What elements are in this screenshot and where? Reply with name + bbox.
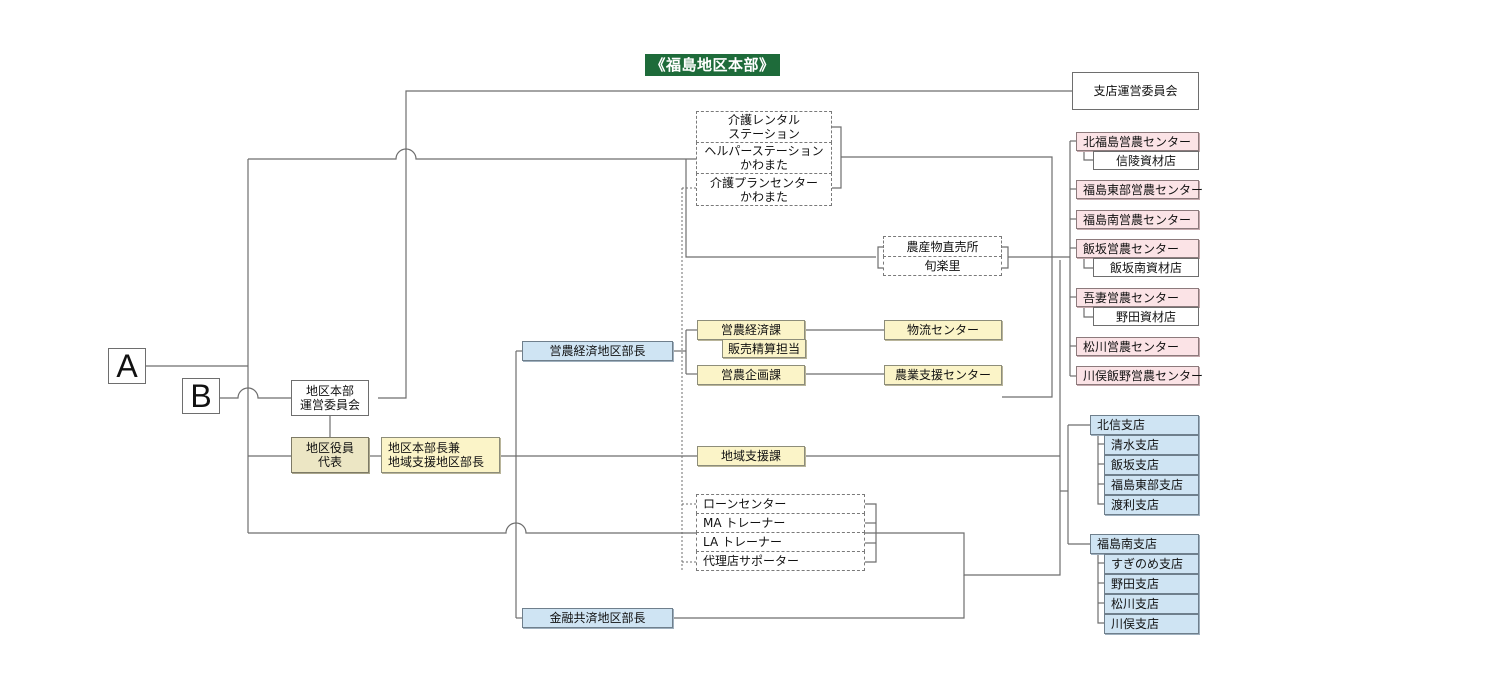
label-a: A [108,348,146,384]
direct-sales-shop[interactable]: 農産物直売所 [883,236,1002,257]
materials-store[interactable]: 野田資材店 [1093,307,1199,326]
page-title: 《福島地区本部》 [645,54,780,76]
agri-econ-section[interactable]: 営農経済課 [697,320,805,340]
agri-center[interactable]: 福島南営農センター [1076,210,1199,229]
agri-planning-section[interactable]: 営農企画課 [697,365,805,385]
regional-support-section[interactable]: 地域支援課 [697,446,805,466]
agri-center[interactable]: 福島東部営農センター [1076,180,1203,199]
finance-unit[interactable]: LA トレーナー [696,532,865,552]
agri-center[interactable]: 川俣飯野営農センター [1076,366,1203,385]
finance-unit[interactable]: MA トレーナー [696,513,865,533]
finance-unit[interactable]: ローンセンター [696,494,865,514]
materials-store[interactable]: 飯坂南資材店 [1093,258,1199,277]
hq-head[interactable]: 地区本部長兼 地域支援地区部長 [381,437,500,473]
agri-center[interactable]: 松川営農センター [1076,337,1199,356]
care-item[interactable]: 介護レンタルステーション [696,111,832,143]
line-committee-to-branch-committee [378,90,1072,399]
branch[interactable]: 松川支店 [1104,594,1199,614]
logistics-center[interactable]: 物流センター [884,320,1002,340]
direct-sales-name[interactable]: 旬楽里 [883,256,1002,276]
materials-store[interactable]: 信陵資材店 [1093,151,1199,170]
agri-support-center[interactable]: 農業支援センター [884,365,1002,385]
agri-center[interactable]: 飯坂営農センター [1076,239,1199,258]
branch[interactable]: 野田支店 [1104,574,1199,594]
line-trunk-to-finance [248,522,696,534]
sales-settlement[interactable]: 販売精算担当 [722,339,806,358]
line-branch-spine [865,260,1061,576]
branch[interactable]: 飯坂支店 [1104,455,1199,475]
branch-parent[interactable]: 福島南支店 [1090,534,1199,554]
care-group: 介護レンタルステーション ヘルパーステーションかわまた 介護プランセンターかわま… [696,111,832,206]
care-item[interactable]: 介護プランセンターかわまた [696,173,832,206]
label-b: B [182,378,220,414]
agri-center[interactable]: 北福島営農センター [1076,132,1199,151]
finance-unit[interactable]: 代理店サポーター [696,551,865,571]
branch[interactable]: 川俣支店 [1104,614,1199,634]
agri-econ-manager[interactable]: 営農経済地区部長 [522,341,673,361]
regional-committee[interactable]: 地区本部 運営委員会 [291,380,369,416]
officer-rep[interactable]: 地区役員 代表 [291,437,369,473]
branch[interactable]: 清水支店 [1104,435,1199,455]
branch[interactable]: すぎのめ支店 [1104,554,1199,574]
branch[interactable]: 渡利支店 [1104,495,1199,515]
agri-center[interactable]: 吾妻営農センター [1076,288,1199,307]
care-item[interactable]: ヘルパーステーションかわまた [696,142,832,174]
line-trunk-to-care [248,148,696,160]
line-b [220,387,291,399]
branch-committee[interactable]: 支店運営委員会 [1072,72,1199,110]
finance-manager[interactable]: 金融共済地区部長 [522,608,673,628]
branch-parent[interactable]: 北信支店 [1090,415,1199,435]
branch[interactable]: 福島東部支店 [1104,475,1199,495]
